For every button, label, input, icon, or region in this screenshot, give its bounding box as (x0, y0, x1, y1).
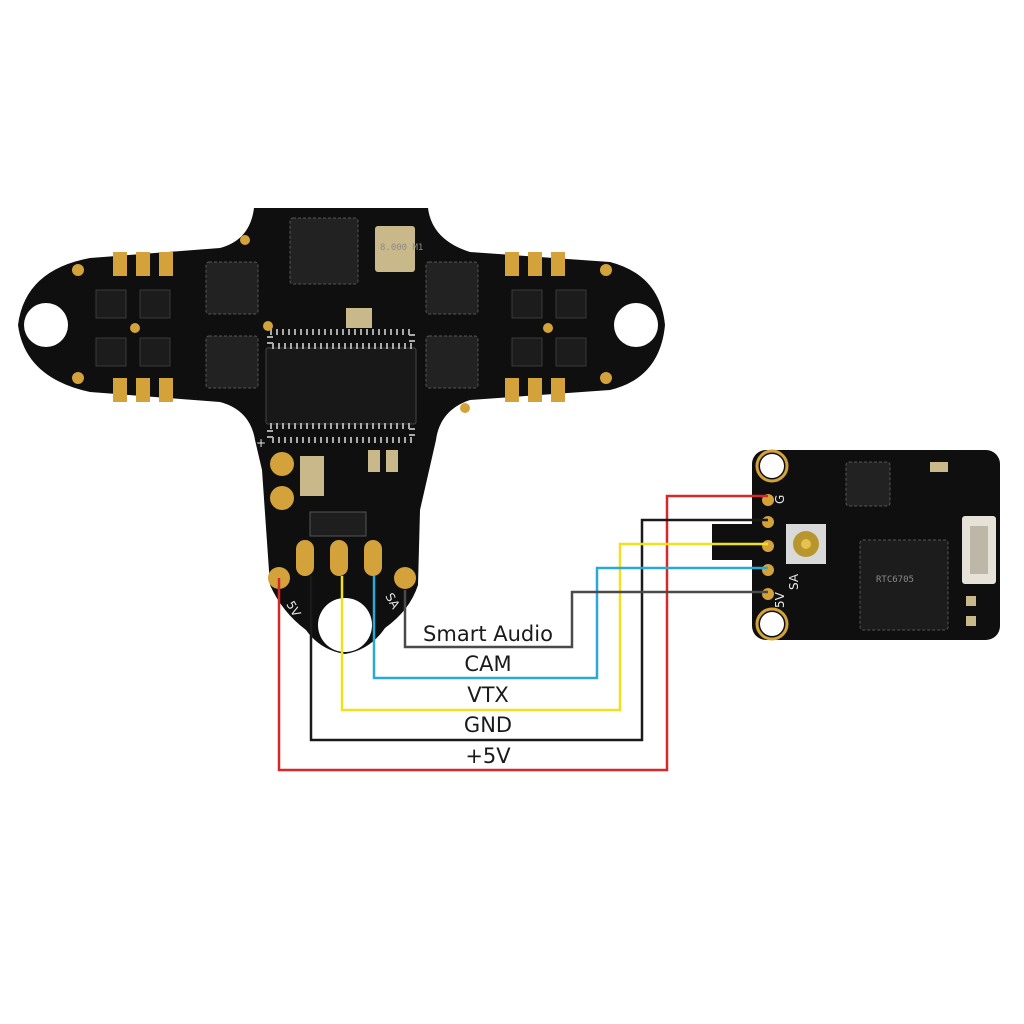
vtx-sa-label: SA (787, 573, 801, 590)
voltage-regulator (309, 511, 367, 537)
vtx-g-label: G (773, 495, 787, 504)
label-5v: +5V (465, 744, 511, 768)
esc-chip (205, 335, 259, 389)
motor-pad (113, 252, 127, 276)
vtx-small-chip (845, 461, 891, 507)
mosfet-chip (95, 337, 127, 367)
label-smart-audio: Smart Audio (423, 622, 553, 646)
fc-mount-hole-right (614, 303, 658, 347)
fc-mount-hole-bottom (318, 598, 372, 652)
vtx-mount-hole (760, 612, 784, 636)
motor-pad (136, 378, 150, 402)
wire-5v (277, 494, 768, 772)
fc-mount-hole-left (24, 303, 68, 347)
esc-chip (425, 335, 479, 389)
mosfet-chip (511, 289, 543, 319)
vtx-5v-label: 5V (773, 591, 787, 608)
antenna-connector-pin (801, 539, 811, 549)
smd-component (966, 616, 976, 626)
wires (277, 494, 768, 772)
esc-chip (205, 261, 259, 315)
test-pad (240, 235, 250, 245)
motor-pad (551, 378, 565, 402)
vtx-pad-v (762, 540, 774, 552)
smd-component (346, 308, 372, 328)
smd-component (368, 450, 380, 472)
test-pad (460, 403, 470, 413)
vtx-mount-hole (760, 454, 784, 478)
wire-smart-audio (403, 590, 768, 649)
fc-pad-sa (394, 567, 416, 589)
vtx-mount-ring (755, 607, 789, 641)
test-pad (130, 323, 140, 333)
motor-pad (159, 252, 173, 276)
motor-pad (136, 252, 150, 276)
fc-pad-vtx-1 (296, 540, 314, 576)
motor-pad (113, 378, 127, 402)
mcu-chip (289, 217, 359, 285)
smd-component (930, 462, 948, 472)
vtx-chip-marking: RTC6705 (876, 575, 914, 585)
crystal-marking: 8.000 M1 (380, 243, 423, 253)
label-gnd: GND (464, 713, 512, 737)
battery-pad-negative (270, 486, 294, 510)
vtx-pad-c (762, 564, 774, 576)
vtx-notch-body (712, 524, 752, 560)
wire-gnd (309, 518, 768, 742)
fc-pcb-outline (18, 208, 665, 654)
test-pad (600, 372, 612, 384)
wire-vtx (340, 542, 768, 712)
motor-pad (528, 252, 542, 276)
gyro-driver-chip (265, 329, 417, 443)
fc-pad-vtx-2 (330, 540, 348, 576)
vtx-board: RTC6705 5V G SA (706, 449, 1000, 641)
mosfet-chip (139, 289, 171, 319)
test-pad (263, 321, 273, 331)
test-pad (543, 323, 553, 333)
mosfet-chip (555, 337, 587, 367)
motor-pad (505, 378, 519, 402)
battery-pad-positive (270, 452, 294, 476)
smd-component (966, 596, 976, 606)
label-vtx: VTX (467, 683, 509, 707)
test-pad (600, 264, 612, 276)
wire-cam (372, 566, 768, 680)
vtx-side-connector-slot (970, 526, 988, 574)
fc-plus-label: + (256, 436, 266, 450)
vtx-main-chip (859, 539, 949, 631)
label-cam: CAM (464, 652, 511, 676)
motor-pad (551, 252, 565, 276)
vtx-pad-g (762, 516, 774, 528)
motor-pad (528, 378, 542, 402)
smd-component (386, 450, 398, 472)
motor-pad (159, 378, 173, 402)
mosfet-chip (95, 289, 127, 319)
mosfet-chip (511, 337, 543, 367)
vtx-mount-ring (755, 449, 789, 483)
flight-controller-board: 8.000 M1 + 5V SA (18, 208, 665, 654)
motor-pad (505, 252, 519, 276)
test-pad (72, 372, 84, 384)
test-pad (72, 264, 84, 276)
esc-chip (425, 261, 479, 315)
crystal-oscillator (375, 226, 415, 272)
mosfet-chip (555, 289, 587, 319)
fc-pad-vtx-3 (364, 540, 382, 576)
mosfet-chip (139, 337, 171, 367)
smd-component (300, 456, 324, 496)
